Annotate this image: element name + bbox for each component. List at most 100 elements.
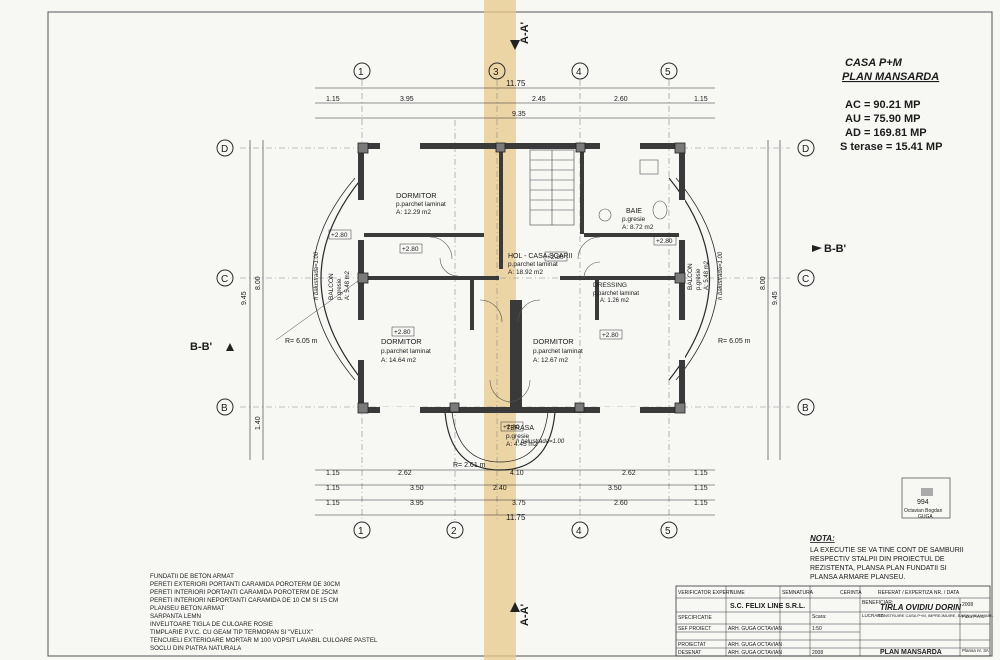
svg-text:11.75: 11.75 xyxy=(506,79,526,88)
svg-text:LA EXECUTIE SE VA TINE CONT D: LA EXECUTIE SE VA TINE CONT DE SAMBURII xyxy=(810,547,964,554)
svg-text:+2.80: +2.80 xyxy=(394,329,411,336)
room-baie: BAIE p.gresie A: 8.72 m2 xyxy=(622,208,654,231)
svg-text:A: 12.67 m2: A: 12.67 m2 xyxy=(533,357,568,364)
svg-text:SEF PROIECT: SEF PROIECT xyxy=(678,626,711,632)
svg-text:PERETI INTERIORI PORTANTI CARA: PERETI INTERIORI PORTANTI CARAMIDA POROT… xyxy=(150,589,338,596)
grid-bubbles: 1 3 4 5 1 2 4 5 D C B D C B xyxy=(216,62,815,539)
room-balcon-right: BALCON p.gresie A: 5.48 m2 xyxy=(687,260,710,290)
section-bb-right: B-B' xyxy=(812,243,847,255)
svg-text:+2.80: +2.80 xyxy=(547,254,564,261)
svg-text:A: 4.45 m2: A: 4.45 m2 xyxy=(506,441,538,448)
level-markers: +2.80 +2.80 +2.80 +2.80 +2.80 +2.80 +2.8… xyxy=(328,229,677,432)
svg-text:PLAN MANSARDA: PLAN MANSARDA xyxy=(880,649,942,656)
svg-text:2.40: 2.40 xyxy=(493,485,507,492)
svg-text:SEMNATURA: SEMNATURA xyxy=(782,590,814,596)
svg-text:+2.80: +2.80 xyxy=(503,424,520,431)
svg-text:DORMITOR: DORMITOR xyxy=(381,337,422,346)
svg-text:B: B xyxy=(221,403,228,414)
svg-text:C: C xyxy=(802,274,809,285)
interior-walls xyxy=(364,149,679,410)
svg-text:A: 5.48 m2: A: 5.48 m2 xyxy=(345,270,351,300)
svg-text:1: 1 xyxy=(358,526,364,537)
svg-text:9.35: 9.35 xyxy=(512,111,526,118)
svg-text:p.gresie: p.gresie xyxy=(337,278,343,300)
svg-text:INVELITOARE TIGLA DE CULOARE R: INVELITOARE TIGLA DE CULOARE ROSIE xyxy=(150,621,273,628)
svg-text:SOCLU DIN PIATRA NATURALA: SOCLU DIN PIATRA NATURALA xyxy=(150,645,242,652)
svg-text:D: D xyxy=(802,144,809,155)
svg-text:p.parchet laminat: p.parchet laminat xyxy=(396,201,446,208)
svg-text:BALCON: BALCON xyxy=(687,263,694,290)
svg-text:DORMITOR: DORMITOR xyxy=(533,337,574,346)
svg-text:RESPECTIV STALPII DIN PROIEC: RESPECTIV STALPII DIN PROIECTUL DE xyxy=(810,556,945,563)
svg-text:B-B': B-B' xyxy=(824,243,847,255)
svg-text:2.60: 2.60 xyxy=(614,500,628,507)
svg-text:BAIE: BAIE xyxy=(626,208,642,215)
svg-text:CONSTRUIRE CASA P+M, IMPREJMUI: CONSTRUIRE CASA P+M, IMPREJMUIRE, BAZIN … xyxy=(878,613,994,618)
svg-text:p.gresie: p.gresie xyxy=(506,433,530,440)
svg-text:+2.80: +2.80 xyxy=(656,238,673,245)
room-dormitor-3: DORMITOR p.parchet laminat A: 12.67 m2 xyxy=(533,337,583,364)
svg-text:CERINTA: CERINTA xyxy=(840,590,862,596)
svg-text:FUNDATII DE BETON ARMAT: FUNDATII DE BETON ARMAT xyxy=(150,573,234,580)
svg-text:Scara:: Scara: xyxy=(812,614,826,620)
svg-text:SARPANTA LEMN: SARPANTA LEMN xyxy=(150,613,201,620)
svg-text:2.62: 2.62 xyxy=(622,470,636,477)
svg-text:AU = 75.90 MP: AU = 75.90 MP xyxy=(845,113,921,125)
svg-text:2008: 2008 xyxy=(962,602,973,608)
svg-text:A-A': A-A' xyxy=(519,21,531,44)
svg-text:+2.80: +2.80 xyxy=(331,232,348,239)
svg-text:2008: 2008 xyxy=(812,650,823,656)
svg-text:HOL - CASA SCARII: HOL - CASA SCARII xyxy=(508,253,572,260)
materials-list: FUNDATII DE BETON ARMAT PERETI EXTERIORI… xyxy=(150,573,378,652)
svg-text:3: 3 xyxy=(493,67,499,78)
svg-text:3.95: 3.95 xyxy=(400,96,414,103)
svg-text:h balustrada=1.00: h balustrada=1.00 xyxy=(314,251,320,300)
svg-text:h balustrada=1.00: h balustrada=1.00 xyxy=(516,439,565,445)
svg-text:+2.80: +2.80 xyxy=(402,246,419,253)
svg-text:DORMITOR: DORMITOR xyxy=(396,191,437,200)
svg-text:5: 5 xyxy=(665,67,671,78)
svg-text:1.15: 1.15 xyxy=(694,470,708,477)
svg-text:S terase = 15.41 MP: S terase = 15.41 MP xyxy=(840,141,942,153)
svg-text:Octavian Bogdan: Octavian Bogdan xyxy=(904,508,943,514)
svg-text:REZISTENTA, PLANSA PLAN FUNDAT: REZISTENTA, PLANSA PLAN FUNDATII SI xyxy=(810,565,947,572)
terrace-arc xyxy=(444,411,556,471)
section-aa-bottom: A-A' xyxy=(510,602,531,626)
area-summary: AC = 90.21 MP AU = 75.90 MP AD = 169.81 … xyxy=(840,99,942,153)
svg-text:TIRLA OVIDIU DORIN: TIRLA OVIDIU DORIN xyxy=(880,603,961,612)
svg-text:2: 2 xyxy=(451,526,457,537)
svg-text:TERASA: TERASA xyxy=(506,425,534,432)
svg-text:NUME: NUME xyxy=(730,590,745,596)
svg-text:TENCUIELI EXTERIOARE MORTAR M: TENCUIELI EXTERIOARE MORTAR M 100 VOPSIT… xyxy=(150,637,378,644)
svg-text:1.40: 1.40 xyxy=(255,416,262,430)
svg-text:AD = 169.81 MP: AD = 169.81 MP xyxy=(845,127,927,139)
room-hol: HOL - CASA SCARII p.parchet laminat A: 1… xyxy=(508,253,572,276)
svg-text:1.15: 1.15 xyxy=(694,96,708,103)
svg-text:A-A': A-A' xyxy=(519,603,531,626)
svg-text:A: 18.92 m2: A: 18.92 m2 xyxy=(508,269,543,276)
svg-text:9.45: 9.45 xyxy=(241,291,248,305)
section-aa-top: A-A' xyxy=(510,21,531,50)
svg-text:3.95: 3.95 xyxy=(410,500,424,507)
svg-text:DESENAT: DESENAT xyxy=(678,650,701,656)
svg-text:p.gresie: p.gresie xyxy=(696,268,702,290)
stairs xyxy=(529,149,575,226)
svg-text:4.10: 4.10 xyxy=(510,470,524,477)
svg-text:ARH. GUGA OCTAVIAN: ARH. GUGA OCTAVIAN xyxy=(728,650,782,656)
room-dormitor-1: DORMITOR p.parchet laminat A: 12.29 m2 xyxy=(396,191,446,216)
notes-block: NOTA: LA EXECUTIE SE VA TINE CONT DE SAM… xyxy=(810,534,964,581)
room-balcon-left: BALCON p.gresie A: 5.48 m2 xyxy=(328,270,351,300)
svg-text:REFERAT / EXPERTIZA NR. / DATA: REFERAT / EXPERTIZA NR. / DATA xyxy=(878,590,960,596)
svg-text:1: 1 xyxy=(358,67,364,78)
svg-text:p.parchet laminat: p.parchet laminat xyxy=(533,348,583,355)
svg-text:LUCRARE:: LUCRARE: xyxy=(862,613,885,618)
svg-text:Plansa nr. 3A: Plansa nr. 3A xyxy=(962,648,989,653)
svg-text:R= 6.05 m: R= 6.05 m xyxy=(285,338,318,345)
svg-text:h balustrada=1.00: h balustrada=1.00 xyxy=(718,251,724,300)
svg-text:PROIECTAT: PROIECTAT xyxy=(678,642,706,648)
svg-text:p.parchet laminat: p.parchet laminat xyxy=(593,291,639,297)
svg-text:AC = 90.21 MP: AC = 90.21 MP xyxy=(845,99,921,111)
svg-text:ARH. GUGA OCTAVIAN: ARH. GUGA OCTAVIAN xyxy=(728,626,782,632)
svg-text:1:50: 1:50 xyxy=(812,626,822,632)
